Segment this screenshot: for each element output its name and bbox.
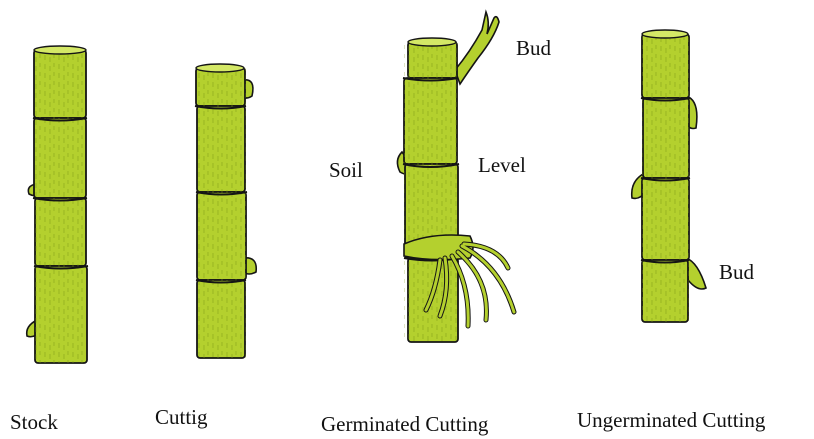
soil-label: Soil: [329, 160, 363, 181]
caption-cutting: Cuttig: [155, 407, 208, 428]
caption-ungerminated: Ungerminated Cutting: [577, 410, 765, 431]
germinated-shoot: [455, 12, 499, 84]
caption-stock: Stock: [10, 412, 58, 433]
ungerminated-cutting-stalk: [632, 30, 706, 322]
bud-label-top: Bud: [516, 38, 551, 59]
caption-germinated: Germinated Cutting: [321, 414, 488, 435]
cutting-stalk: [195, 64, 256, 358]
stock-stalk: [27, 46, 88, 363]
bud-label-right: Bud: [719, 262, 754, 283]
germinated-cutting-stalk: [397, 12, 514, 342]
level-label: Level: [478, 155, 526, 176]
